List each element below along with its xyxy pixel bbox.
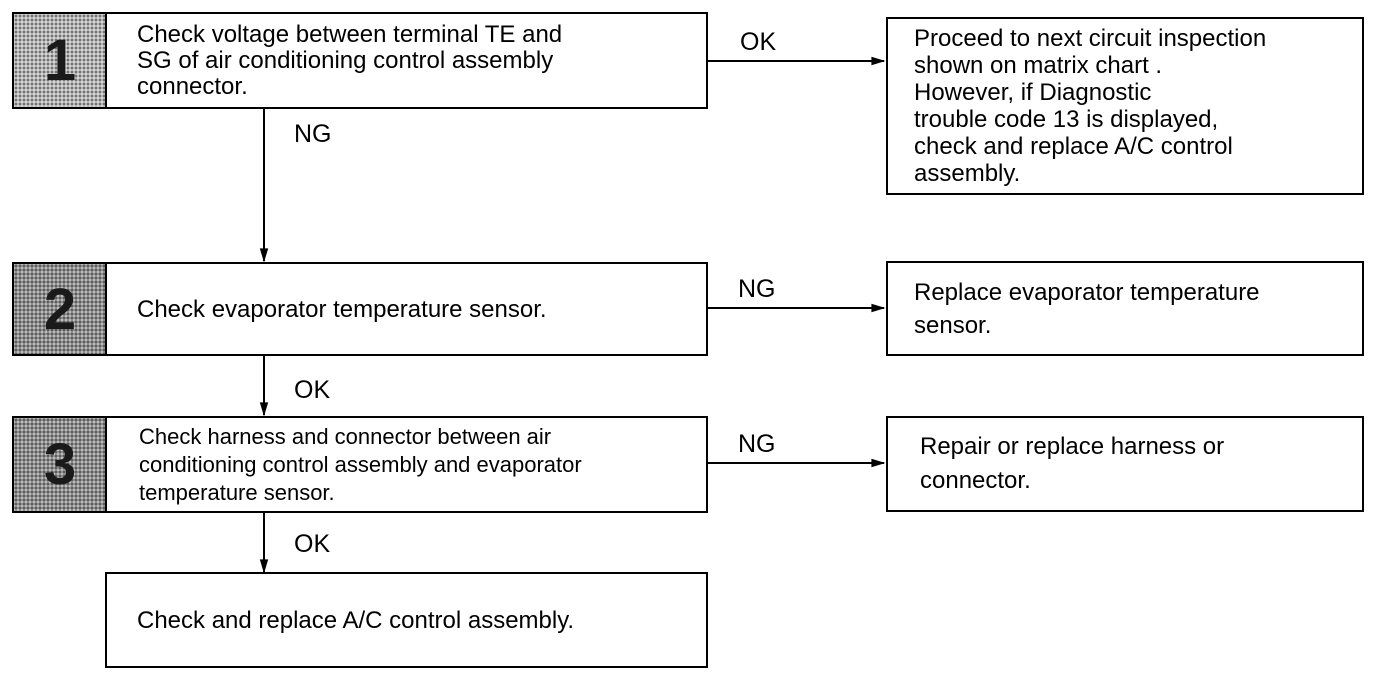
branch-label-ok: OK [294, 376, 331, 404]
step-2-box: Check evaporator temperature sensor. [105, 262, 708, 356]
step-number-badge: 2 [12, 262, 108, 356]
result-3-box: Repair or replace harness or connector. [886, 416, 1364, 512]
result-1-text: Proceed to next circuit inspection shown… [914, 25, 1267, 187]
result-2-box: Replace evaporator temperature sensor. [886, 261, 1364, 356]
step-1-box: Check voltage between terminal TE and SG… [105, 12, 708, 109]
step-3-box: Check harness and connector between air … [105, 416, 708, 513]
step-number-badge: 3 [12, 416, 108, 513]
step-number-badge: 1 [12, 12, 108, 109]
branch-label-ok: OK [294, 530, 331, 558]
branch-label-ok: OK [740, 28, 777, 56]
step-number: 3 [43, 432, 77, 497]
branch-label-ng: NG [294, 120, 332, 148]
step-2-text: Check evaporator temperature sensor. [137, 295, 547, 323]
step-number: 1 [43, 28, 77, 93]
final-box: Check and replace A/C control assembly. [105, 572, 708, 668]
step-number: 2 [43, 276, 77, 342]
branch-label-ng: NG [738, 275, 776, 303]
step-3-text: Check harness and connector between air … [139, 423, 582, 505]
result-1-box: Proceed to next circuit inspection shown… [886, 17, 1364, 195]
branch-label-ng: NG [738, 430, 776, 458]
result-2-text: Replace evaporator temperature sensor. [914, 278, 1260, 339]
final-text: Check and replace A/C control assembly. [137, 606, 575, 634]
result-3-text: Repair or replace harness or connector. [920, 433, 1225, 494]
step-1-text: Check voltage between terminal TE and SG… [137, 20, 563, 100]
